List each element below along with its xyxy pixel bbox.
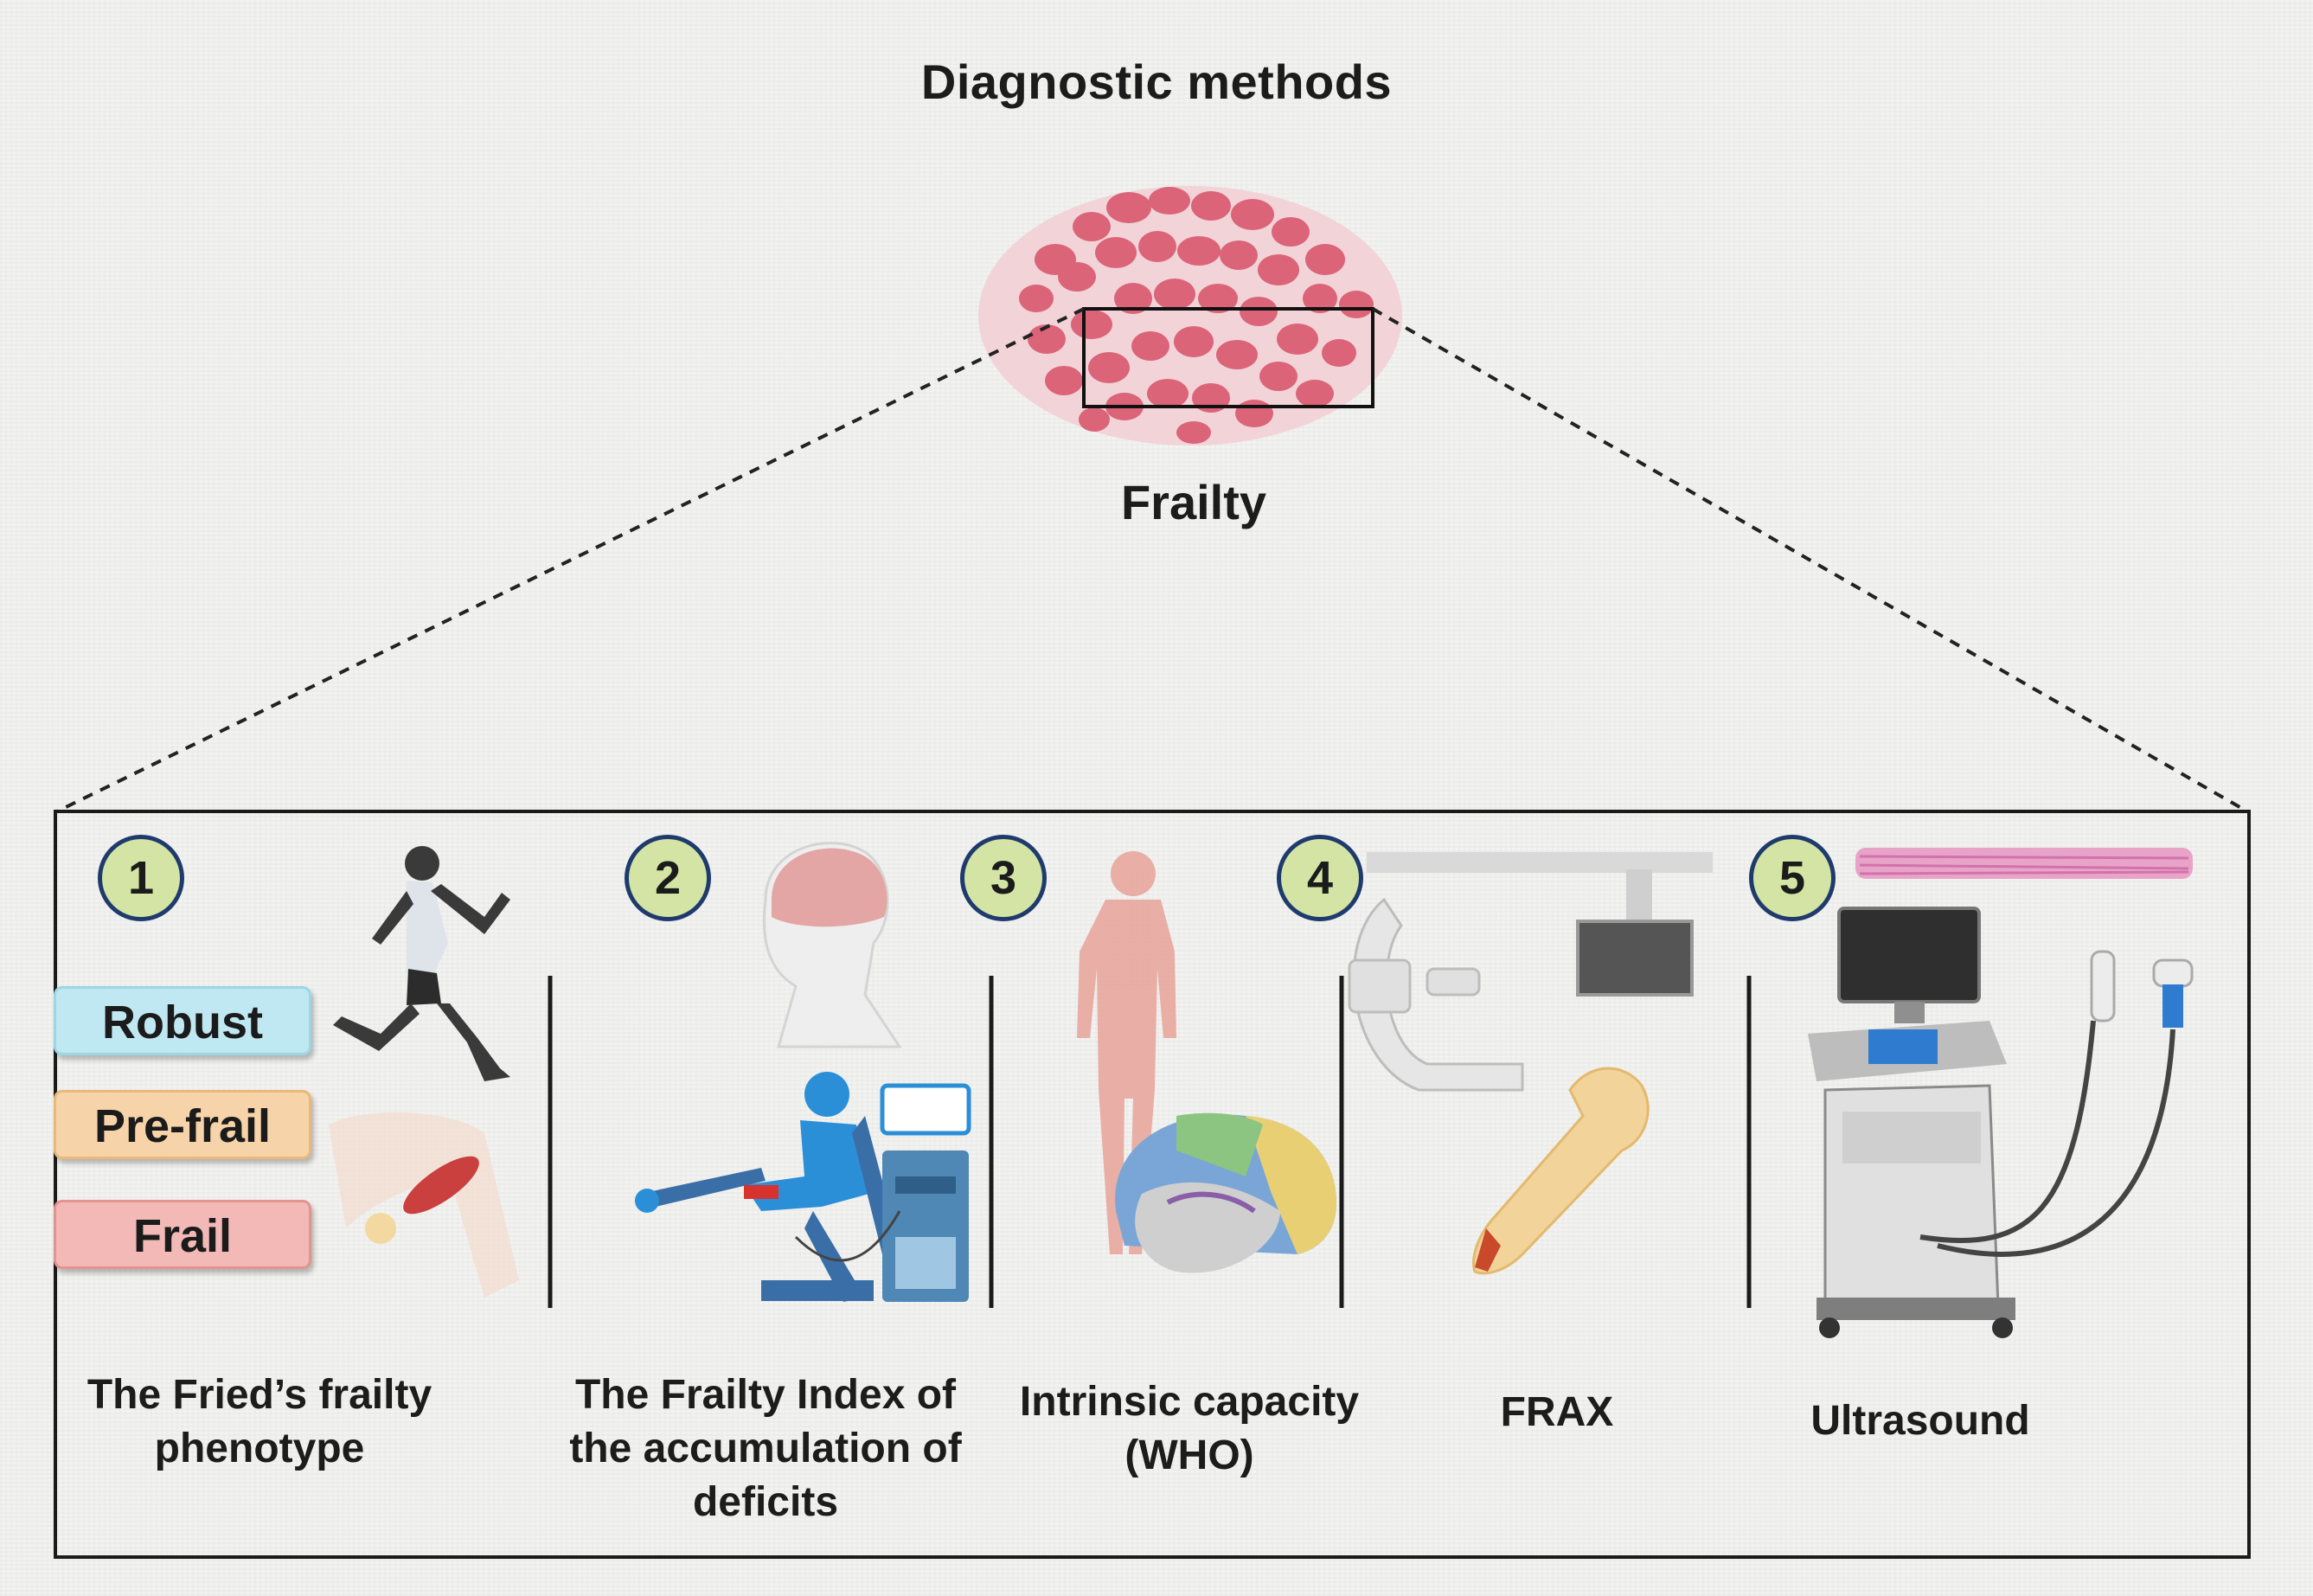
frailty-label: Frailty	[1120, 475, 1267, 529]
method-number-badge-4: 4	[1277, 835, 1363, 921]
panel-dividers	[548, 976, 1752, 1308]
ultrasound-machine-icon	[1808, 907, 2194, 1338]
frailty-tissue-icon	[978, 186, 1402, 445]
method-caption-5: Ultrasound	[1765, 1394, 2076, 1448]
arm-muscle-icon	[329, 1112, 519, 1298]
exercise-machine-icon	[635, 1072, 971, 1302]
caption-2-line-1: The Frailty Index of	[574, 1372, 957, 1418]
method-number-badge-5: 5	[1749, 835, 1836, 921]
human-body-icon	[1077, 851, 1176, 1254]
caption-3-line-2: (WHO)	[1124, 1433, 1254, 1478]
level-robust: Robust	[54, 986, 311, 1055]
zoom-line-right	[1372, 307, 2248, 813]
diagram-title: Diagnostic methods	[920, 54, 1393, 109]
method-number-badge-1: 1	[98, 835, 184, 921]
head-brain-icon	[762, 841, 902, 1048]
method-caption-4: FRAX	[1384, 1386, 1730, 1439]
caption-3-line-1: Intrinsic capacity	[1019, 1379, 1360, 1425]
caption-5-line-1: Ultrasound	[1810, 1398, 2030, 1444]
method-caption-1: The Fried’s frailty phenotype	[52, 1368, 467, 1476]
runner-icon	[333, 846, 510, 1081]
method-number-badge-3: 3	[960, 835, 1047, 921]
caption-1-line-2: phenotype	[154, 1426, 365, 1471]
muscle-tissue-icon	[1855, 848, 2193, 879]
level-pre-frail: Pre-frail	[54, 1090, 311, 1159]
method-number-badge-2: 2	[625, 835, 711, 921]
caption-2-line-2: the accumulation of	[569, 1426, 962, 1471]
method-caption-3: Intrinsic capacity (WHO)	[995, 1375, 1384, 1483]
caption-4-line-1: FRAX	[1500, 1389, 1614, 1435]
zoom-line-left	[56, 307, 1085, 813]
method-caption-2: The Frailty Index of the accumulation of…	[536, 1368, 995, 1529]
brain-section-icon	[1115, 1112, 1336, 1273]
methods-panel	[54, 810, 2251, 1559]
level-frail: Frail	[54, 1200, 311, 1269]
bone-icon	[1472, 1067, 1650, 1275]
caption-1-line-1: The Fried’s frailty	[86, 1372, 432, 1418]
caption-2-line-3: deficits	[692, 1479, 839, 1525]
xray-machine-icon	[1348, 852, 1713, 1092]
